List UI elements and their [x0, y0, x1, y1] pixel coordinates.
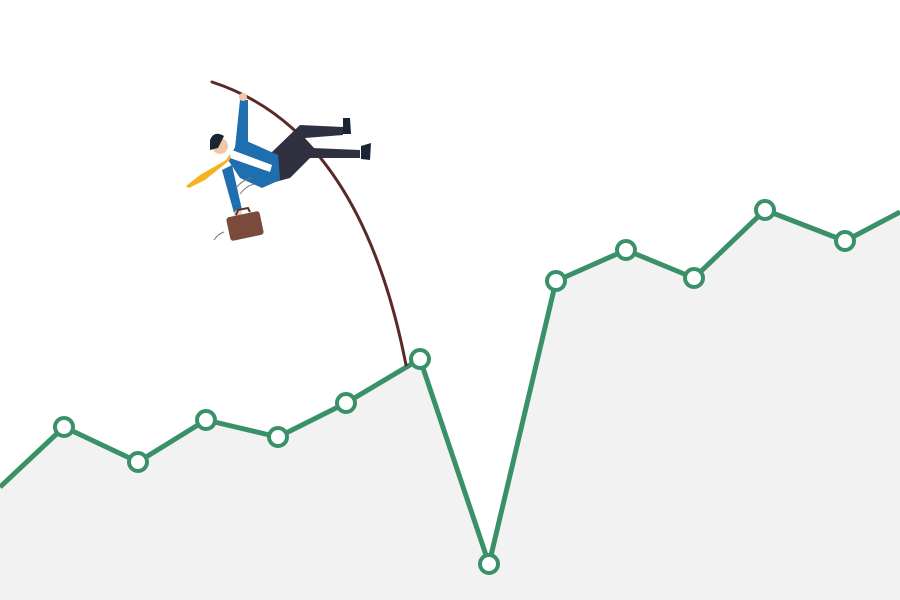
chart-marker [754, 199, 776, 221]
chart-marker [478, 553, 500, 575]
chart-marker [615, 239, 637, 261]
chart-marker [195, 409, 217, 431]
chart-marker [53, 416, 75, 438]
chart-marker [267, 426, 289, 448]
chart-marker [409, 348, 431, 370]
briefcase-icon [226, 206, 264, 241]
chart-marker [335, 392, 357, 414]
chart-marker [834, 230, 856, 252]
chart-line [0, 207, 900, 567]
chart-marker [545, 270, 567, 292]
chart-marker [127, 451, 149, 473]
pole-icon [210, 80, 408, 367]
chart-markers [53, 199, 856, 575]
businessman-icon [186, 93, 371, 241]
chart-area-fill [0, 210, 900, 600]
chart-marker [683, 267, 705, 289]
